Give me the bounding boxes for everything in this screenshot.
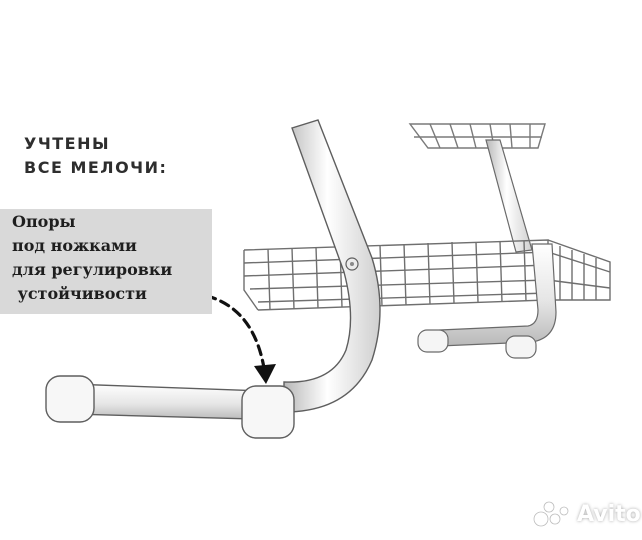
heading-line-2: ВСЕ МЕЛОЧИ:: [24, 158, 168, 177]
avito-logo-icon: [533, 501, 569, 527]
watermark: Avito: [533, 494, 641, 534]
heading-line-1: УЧТЕНЫ: [24, 134, 111, 153]
front-upright: [283, 119, 381, 413]
foot-cap-left: [45, 375, 95, 423]
foot-cap-right: [241, 385, 295, 439]
callout-text: Опоры под ножками для регулировки устойч…: [12, 210, 172, 306]
callout-line-2: под ножками: [12, 236, 137, 255]
callout-line-3: для регулировки: [12, 260, 173, 279]
right-leg: [417, 243, 557, 359]
rear-upright: [485, 139, 533, 253]
watermark-text: Avito: [577, 501, 641, 527]
upper-basket: [408, 123, 546, 149]
base-tube: [45, 375, 295, 439]
dashed-arrow-icon: [190, 291, 276, 384]
wire-shelf: [243, 239, 611, 311]
callout-line-1: Опоры: [12, 212, 76, 231]
foot-cap-rear-right: [505, 335, 537, 359]
callout-line-4: устойчивости: [12, 284, 147, 303]
callout-box: [0, 209, 212, 314]
section-heading: УЧТЕНЫ ВСЕ МЕЛОЧИ:: [24, 132, 167, 180]
foot-cap-rear-left: [417, 329, 449, 353]
